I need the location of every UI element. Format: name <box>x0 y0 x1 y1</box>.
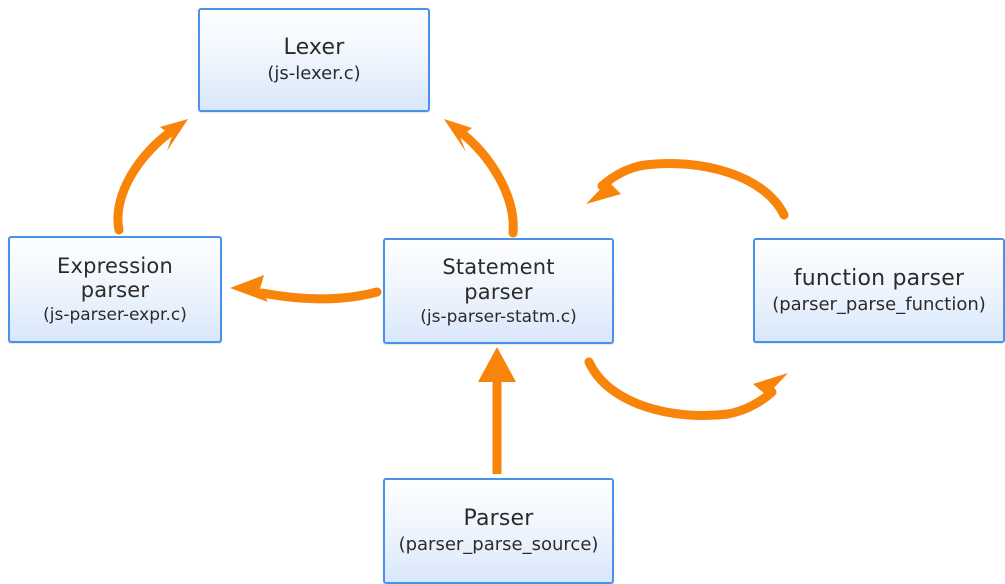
node-expression-parser-title: Expression parser <box>57 253 173 303</box>
node-expression-parser[interactable]: Expression parser (js-parser-expr.c) <box>8 236 222 343</box>
node-statement-parser[interactable]: Statement parser (js-parser-statm.c) <box>383 238 614 344</box>
node-lexer-title: Lexer <box>283 35 345 61</box>
node-lexer[interactable]: Lexer (js-lexer.c) <box>198 8 430 112</box>
node-statement-parser-title: Statement parser <box>442 255 555 304</box>
edge-statm-to-lexer <box>444 119 518 238</box>
edge-parser-to-statm <box>478 347 516 474</box>
node-parser-title: Parser <box>463 506 534 532</box>
edge-function-to-statm <box>586 158 789 220</box>
node-lexer-subtitle: (js-lexer.c) <box>267 63 361 85</box>
edge-expr-to-lexer <box>113 119 188 235</box>
edge-statm-to-expr <box>230 275 382 304</box>
node-expression-parser-subtitle: (js-parser-expr.c) <box>43 305 187 326</box>
node-function-parser-subtitle: (parser_parse_function) <box>772 293 986 315</box>
node-parser[interactable]: Parser (parser_parse_source) <box>383 478 614 584</box>
node-function-parser[interactable]: function parser (parser_parse_function) <box>753 238 1005 343</box>
node-function-parser-title: function parser <box>793 265 965 291</box>
node-parser-subtitle: (parser_parse_source) <box>398 534 599 556</box>
node-statement-parser-subtitle: (js-parser-statm.c) <box>420 306 577 327</box>
edge-statm-to-function <box>584 357 788 421</box>
